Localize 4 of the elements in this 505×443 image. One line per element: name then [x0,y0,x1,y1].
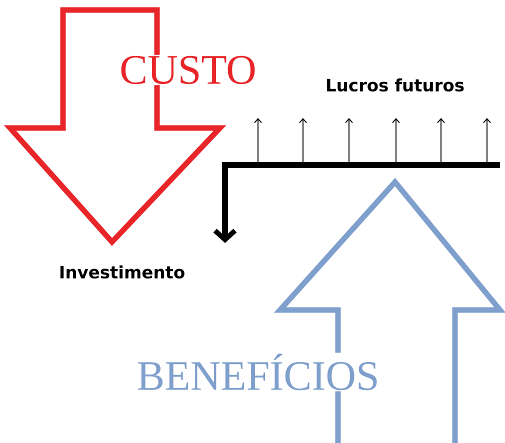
arrow-label: BENEFÍCIOS [136,352,380,392]
arrow-label: CUSTO [118,54,258,86]
label-text: Investimento [60,265,184,279]
label-text: Lucros futuros [327,78,464,92]
